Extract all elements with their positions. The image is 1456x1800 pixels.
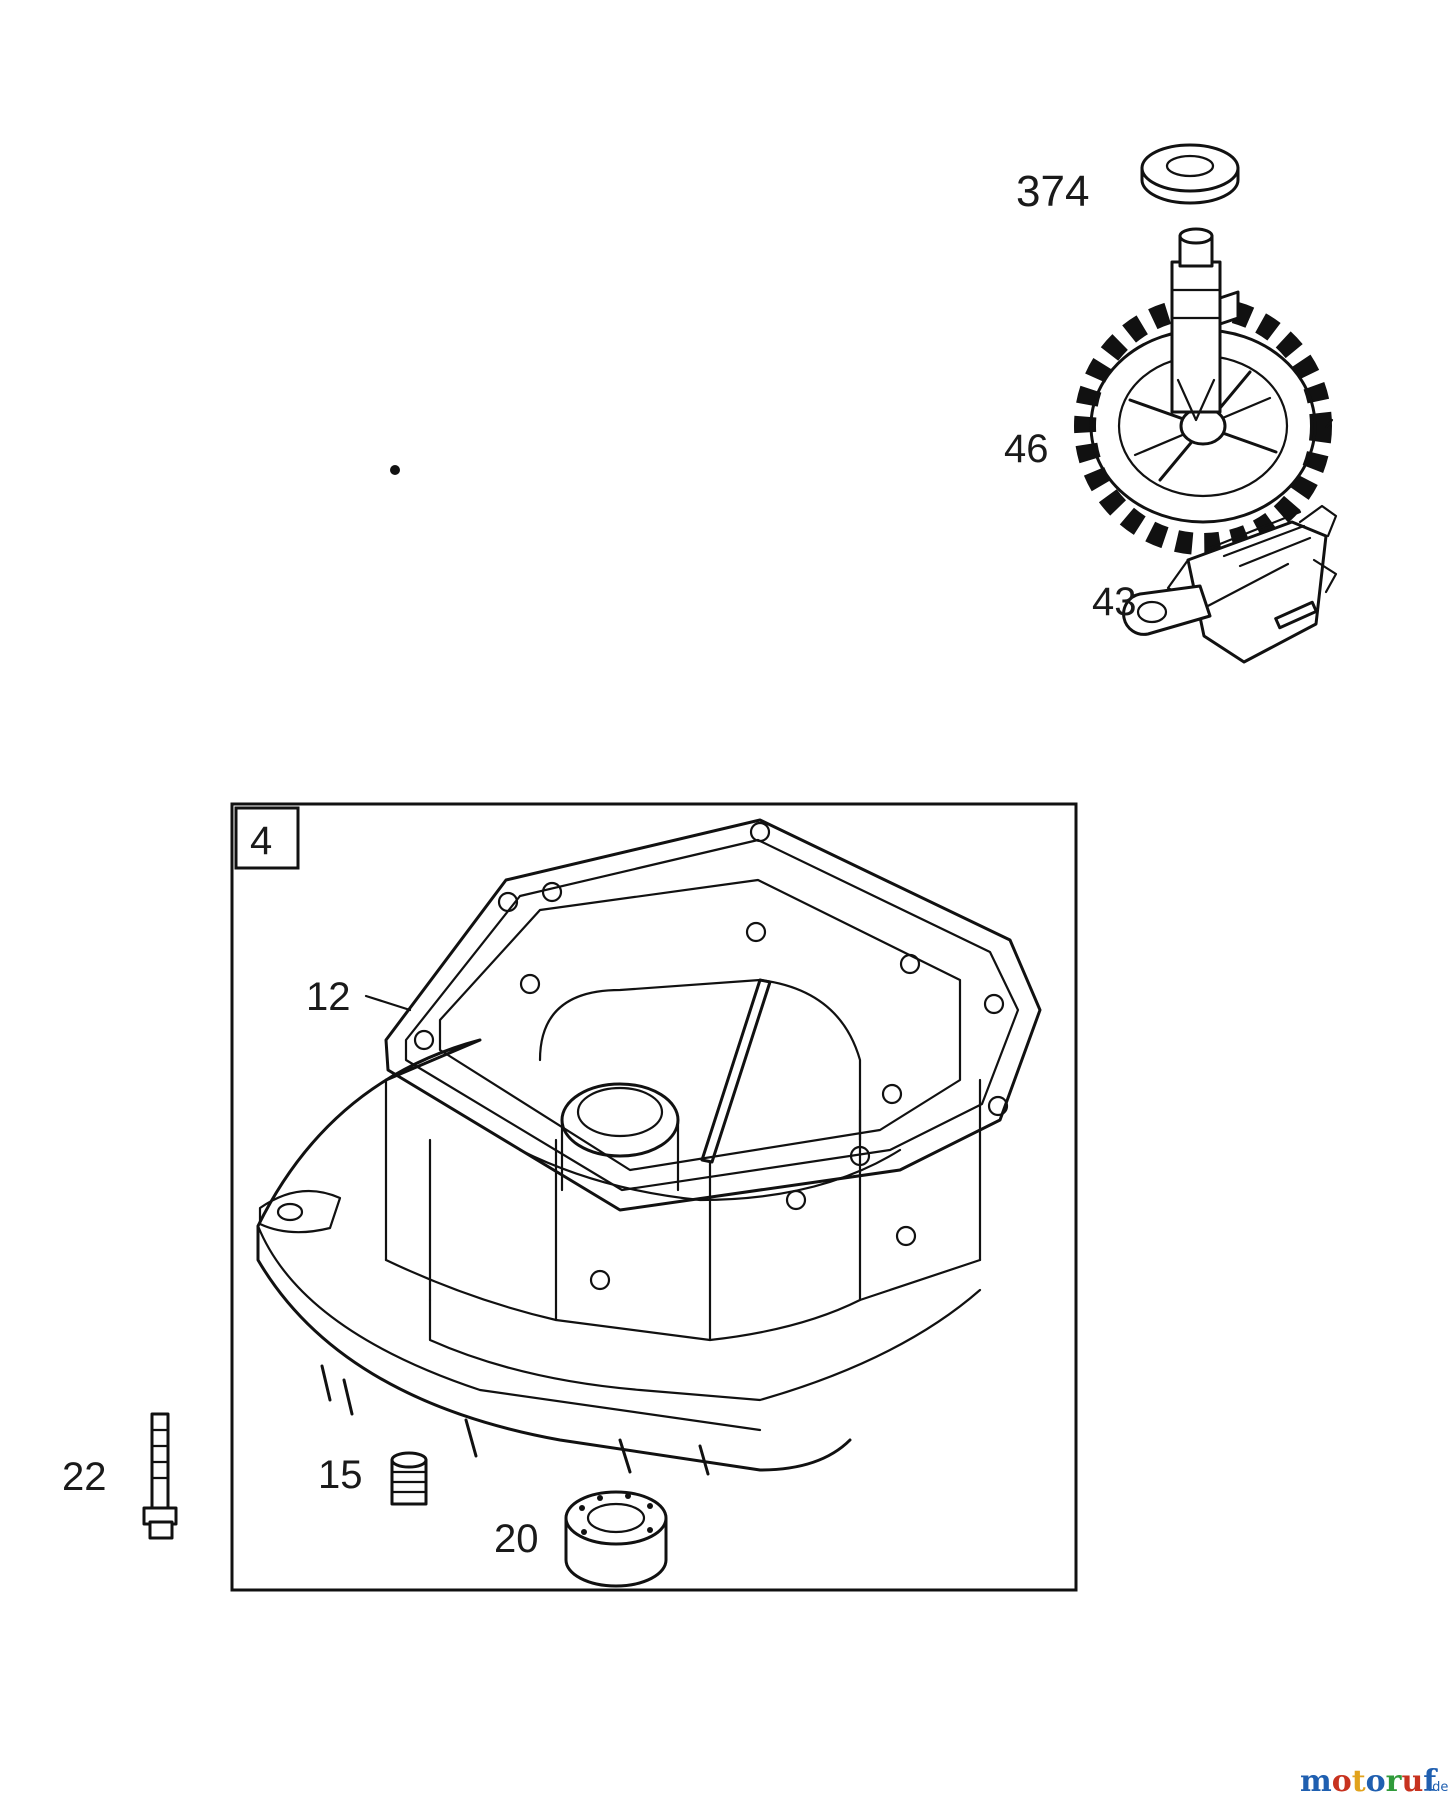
wm-letter-6: f (1423, 1764, 1438, 1799)
wm-letter-5: u (1401, 1764, 1423, 1799)
callout-22: 22 (62, 1455, 107, 1499)
callout-12: 12 (306, 975, 351, 1019)
washer-icon (1140, 143, 1240, 205)
callout-box-4 (234, 806, 300, 870)
callout-43: 43 (1092, 580, 1137, 624)
wm-letter-1: o (1332, 1764, 1352, 1799)
watermark-brand: motoruf (1300, 1764, 1438, 1799)
sump-housing-icon (256, 821, 1009, 1476)
wm-letter-0: m (1300, 1764, 1332, 1799)
callout-15: 15 (318, 1453, 363, 1497)
sump-frame (230, 802, 1078, 1592)
sump-box (230, 802, 1078, 1592)
watermark-suffix: .de (1428, 1780, 1448, 1795)
stray-dot (390, 465, 400, 475)
callout-4: 4 (250, 819, 272, 863)
bolt-icon (142, 1412, 178, 1540)
drain-plug-icon (390, 1451, 428, 1506)
callout-374: 374 (1016, 167, 1089, 216)
callout-20: 20 (494, 1517, 539, 1561)
gasket-icon (384, 818, 1042, 1212)
callout-46: 46 (1004, 427, 1049, 471)
wm-letter-2: t (1352, 1764, 1366, 1799)
oil-seal-icon (564, 1490, 668, 1588)
leader-12 (364, 994, 412, 1012)
watermark-logo: motoruf .de (1300, 1764, 1448, 1799)
wm-letter-4: r (1386, 1764, 1403, 1799)
cam-gear-icon (1074, 227, 1334, 555)
wm-letter-3: o (1366, 1764, 1386, 1799)
governor-assembly-icon (1122, 504, 1338, 664)
